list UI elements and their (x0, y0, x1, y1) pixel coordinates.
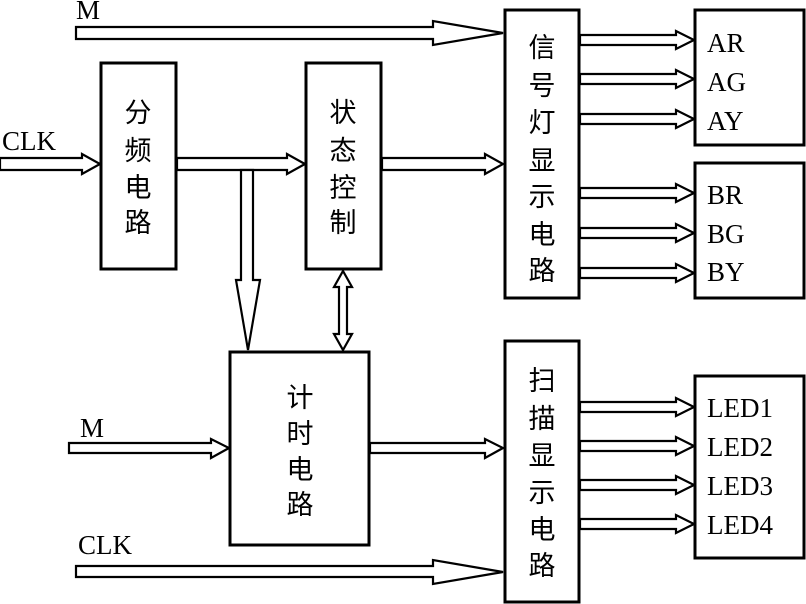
timer-block (228, 350, 371, 547)
signal-display-label: 信 号 灯 显 示 电 路 (529, 33, 556, 287)
scan-display-char: 描 (529, 404, 556, 435)
signal-display-char: 号 (529, 71, 556, 102)
signal-display-char: 路 (529, 256, 556, 287)
input-label-clk-top: CLK (2, 126, 57, 156)
timer-label: 计 时 电 路 (287, 383, 314, 521)
scan-display-label: 扫 描 显 示 电 路 (529, 366, 556, 582)
output-label-led4: LED4 (707, 510, 773, 540)
output-label-ar: AR (707, 28, 745, 58)
signal-display-char: 信 (529, 33, 556, 64)
arrow-output-ag (578, 68, 697, 90)
arrow-output-ay (578, 108, 697, 130)
timer-char: 路 (287, 490, 314, 521)
arrow-clk-to-divider (0, 152, 103, 176)
scan-display-char: 路 (529, 551, 556, 582)
state-control-char: 制 (330, 208, 357, 239)
divider-char: 电 (125, 173, 152, 204)
arrow-output-led3 (578, 474, 697, 496)
arrow-output-bg (578, 222, 697, 244)
timer-char: 电 (287, 455, 314, 486)
input-label-m-top: M (76, 0, 100, 25)
input-label-clk-bottom: CLK (78, 530, 133, 560)
state-control-char: 控 (330, 173, 357, 204)
output-label-led2: LED2 (707, 432, 773, 462)
arrow-output-led1 (578, 396, 697, 418)
arrow-timer-to-scan-display (368, 437, 506, 460)
arrow-output-br (578, 182, 697, 204)
scan-display-char: 扫 (529, 366, 556, 397)
output-label-ay: AY (707, 106, 744, 136)
state-control-block (304, 61, 383, 271)
scan-display-block (503, 339, 581, 604)
scan-display-char: 示 (529, 478, 556, 509)
arrow-state-control-timer-bidirectional (332, 268, 354, 353)
output-label-ag: AG (707, 67, 746, 97)
scan-display-char: 显 (529, 441, 556, 472)
output-label-by: BY (707, 257, 745, 287)
arrow-clk-to-scan-display (74, 558, 504, 586)
signal-display-char: 电 (529, 220, 556, 251)
arrow-m-to-signal-display (74, 19, 504, 47)
arrow-m-to-timer (67, 437, 232, 460)
output-label-bg: BG (707, 219, 745, 249)
output-label-led1: LED1 (707, 393, 773, 423)
output-label-led3: LED3 (707, 471, 773, 501)
leds-block (693, 374, 806, 560)
timer-char: 时 (287, 419, 314, 450)
arrow-output-led2 (578, 435, 697, 457)
lights-b-block (693, 161, 806, 300)
input-label-m-bottom: M (80, 413, 104, 443)
state-control-label: 状 态 控 制 (330, 98, 357, 239)
state-control-char: 状 (330, 98, 357, 129)
divider-block (99, 61, 178, 271)
arrow-output-by (578, 262, 697, 284)
state-control-char: 态 (330, 136, 357, 167)
divider-label: 分 频 电 路 (125, 98, 152, 239)
signal-display-char: 示 (529, 182, 556, 213)
scan-display-char: 电 (529, 515, 556, 546)
arrow-divider-to-timer (234, 168, 262, 351)
arrow-output-ar (578, 29, 697, 51)
divider-char: 频 (125, 136, 152, 167)
lights-a-block (693, 8, 806, 147)
arrow-divider-to-state-control (175, 152, 308, 176)
signal-display-char: 灯 (529, 108, 556, 139)
signal-display-char: 显 (529, 146, 556, 177)
arrow-state-control-to-signal-display (380, 152, 506, 176)
divider-char: 分 (125, 98, 152, 129)
arrow-output-led4 (578, 513, 697, 535)
divider-char: 路 (125, 208, 152, 239)
timer-char: 计 (287, 383, 314, 414)
signal-display-block (503, 8, 581, 300)
output-label-br: BR (707, 180, 743, 210)
